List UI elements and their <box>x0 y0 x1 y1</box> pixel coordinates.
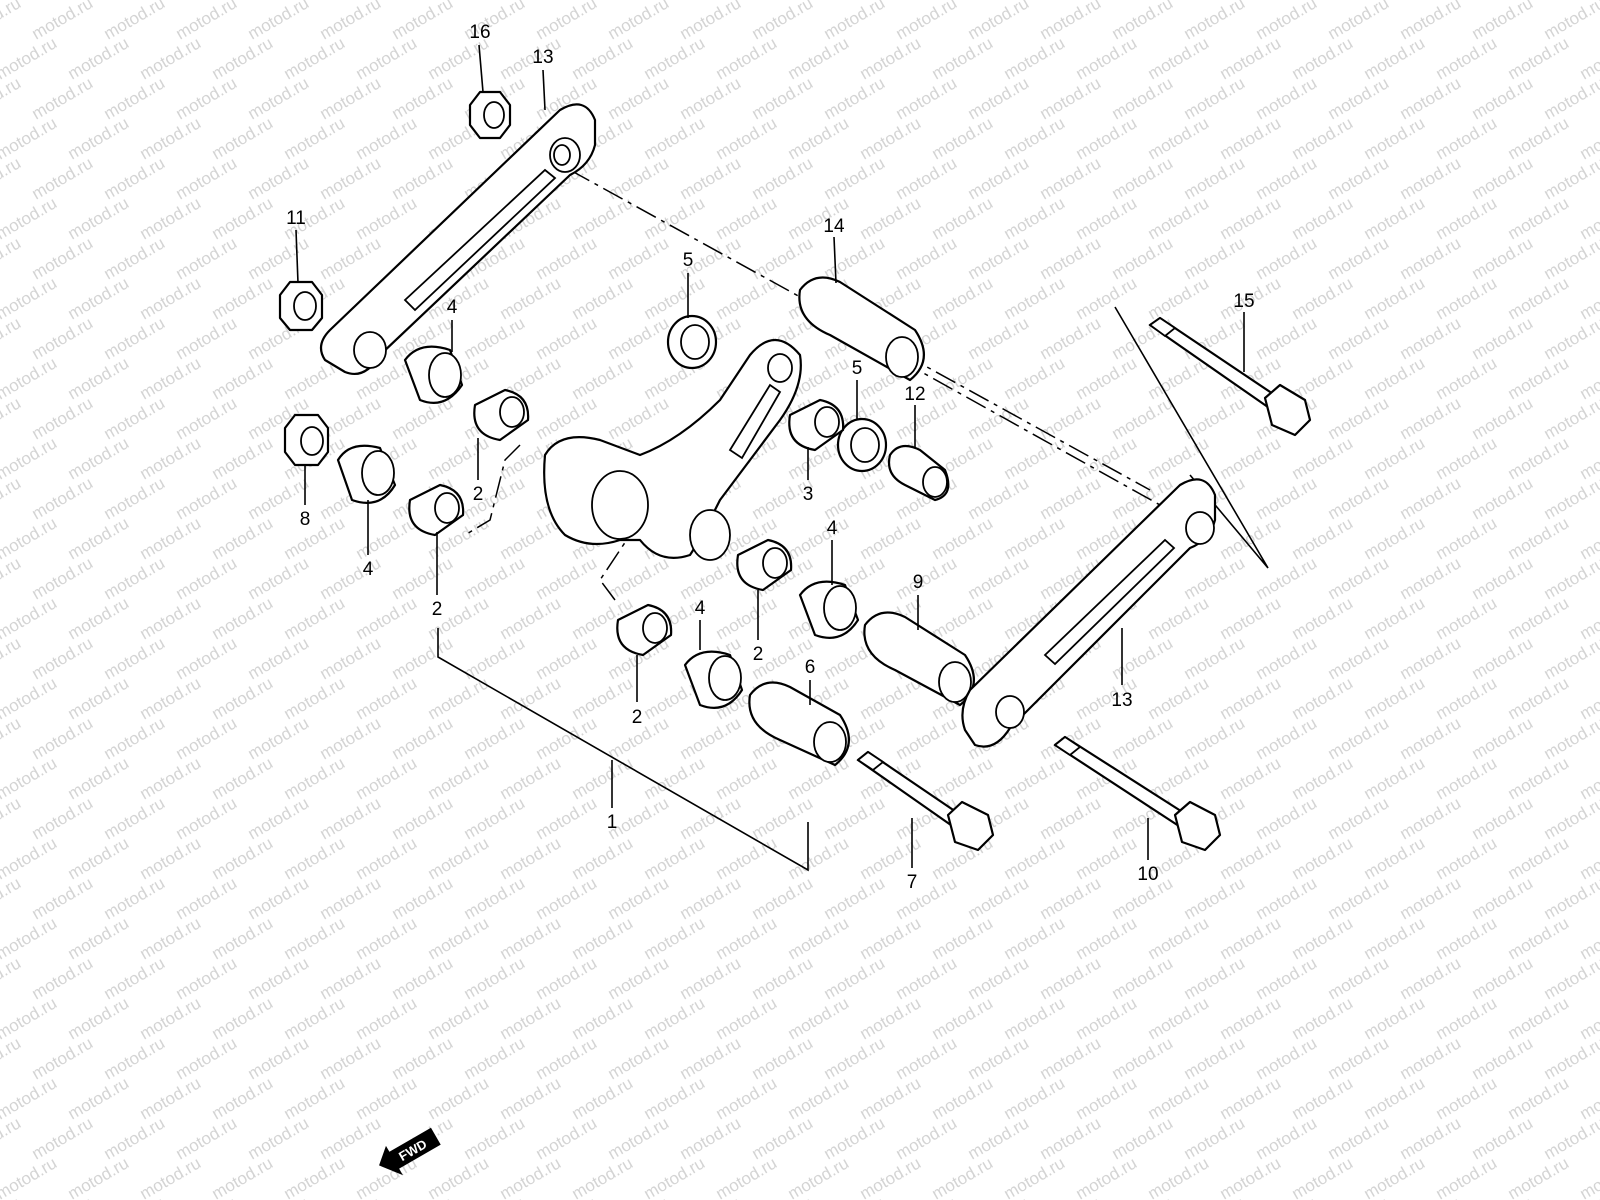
callout-16: 16 <box>469 22 490 43</box>
link-rod-upper <box>319 103 597 376</box>
leader-14 <box>833 236 837 284</box>
callout-14: 14 <box>823 216 845 237</box>
oil-seal-5-upper <box>666 314 718 370</box>
link-rod-lower <box>961 478 1217 748</box>
callout-13-lower: 13 <box>1111 690 1132 711</box>
callout-9: 9 <box>913 572 924 593</box>
callout-2-bottom: 2 <box>632 707 643 728</box>
leader-16 <box>478 44 484 93</box>
needle-bearing-2-upper <box>473 388 530 442</box>
dust-seal-4-bottom <box>683 650 744 709</box>
needle-bearing-2-left <box>408 483 465 537</box>
callout-4-right: 4 <box>827 518 838 539</box>
callout-2-middle: 2 <box>753 644 764 665</box>
callout-5-right: 5 <box>852 358 863 379</box>
callout-10: 10 <box>1137 864 1158 885</box>
callout-2-upper: 2 <box>473 484 484 505</box>
callout-4-left: 4 <box>363 559 374 580</box>
callout-1: 1 <box>607 812 618 833</box>
callout-4-upper: 4 <box>447 297 458 318</box>
flange-nut-8 <box>283 413 330 467</box>
flange-nut-16 <box>468 90 512 140</box>
needle-bearing-2-middle <box>736 538 793 592</box>
flange-nut-11 <box>278 280 324 332</box>
leader-13a <box>542 69 546 111</box>
dust-seal-4-upper <box>403 345 464 404</box>
callout-4-bottom: 4 <box>695 598 706 619</box>
callout-8: 8 <box>300 509 311 530</box>
collar-12 <box>887 444 950 502</box>
callout-12: 12 <box>904 384 925 405</box>
bolt-15 <box>1148 316 1312 437</box>
callout-11: 11 <box>286 208 306 229</box>
oil-seal-5-right <box>836 417 888 473</box>
callout-5-upper: 5 <box>683 250 694 271</box>
dust-seal-4-right <box>798 580 860 639</box>
spacer-6 <box>748 681 850 767</box>
fwd-arrow-icon: FWD <box>379 1127 441 1176</box>
dust-seal-4-left <box>336 444 397 504</box>
watermark-text: motod.ru <box>1577 0 1600 3</box>
bolt-7 <box>856 750 995 852</box>
leader-11 <box>295 229 299 284</box>
bolt-10 <box>1053 735 1222 852</box>
callout-2-left: 2 <box>432 599 443 620</box>
callout-15: 15 <box>1233 291 1254 312</box>
bearing-3 <box>788 398 845 452</box>
needle-bearing-2-bottom <box>616 603 673 657</box>
cushion-lever-1 <box>543 339 802 561</box>
callout-6: 6 <box>805 657 816 678</box>
spacer-9 <box>863 611 975 707</box>
callout-3: 3 <box>803 484 814 505</box>
callout-7: 7 <box>907 872 918 893</box>
callout-13-upper: 13 <box>532 47 553 68</box>
